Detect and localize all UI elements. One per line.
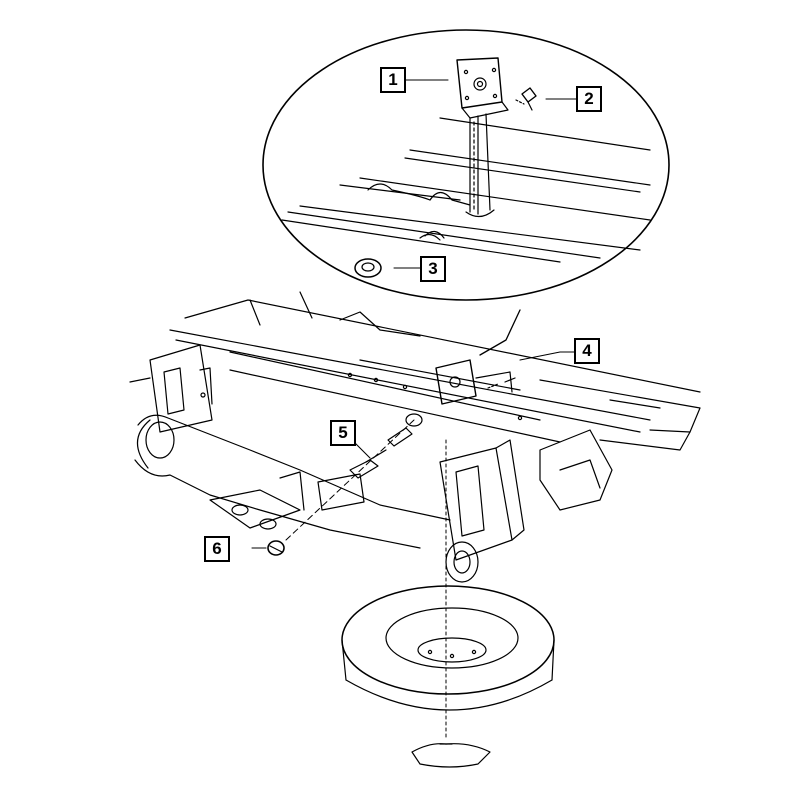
winch-bracket-installed bbox=[435, 359, 516, 405]
grommet-detail bbox=[354, 233, 441, 278]
callout-5: 5 bbox=[330, 420, 356, 446]
callout-1: 1 bbox=[380, 67, 406, 93]
callout-3: 3 bbox=[420, 256, 446, 282]
winch-bracket-detail bbox=[456, 57, 509, 218]
callout-4: 4 bbox=[574, 338, 600, 364]
spare-tire bbox=[341, 585, 555, 711]
callout-2: 2 bbox=[576, 86, 602, 112]
bolt-detail bbox=[515, 87, 537, 111]
callout-6: 6 bbox=[204, 536, 230, 562]
tire-retainer bbox=[411, 743, 491, 768]
hoist-assembly bbox=[251, 413, 423, 556]
vehicle-frame bbox=[129, 291, 701, 583]
detail-view bbox=[262, 29, 670, 356]
detail-crossmember bbox=[281, 117, 651, 263]
